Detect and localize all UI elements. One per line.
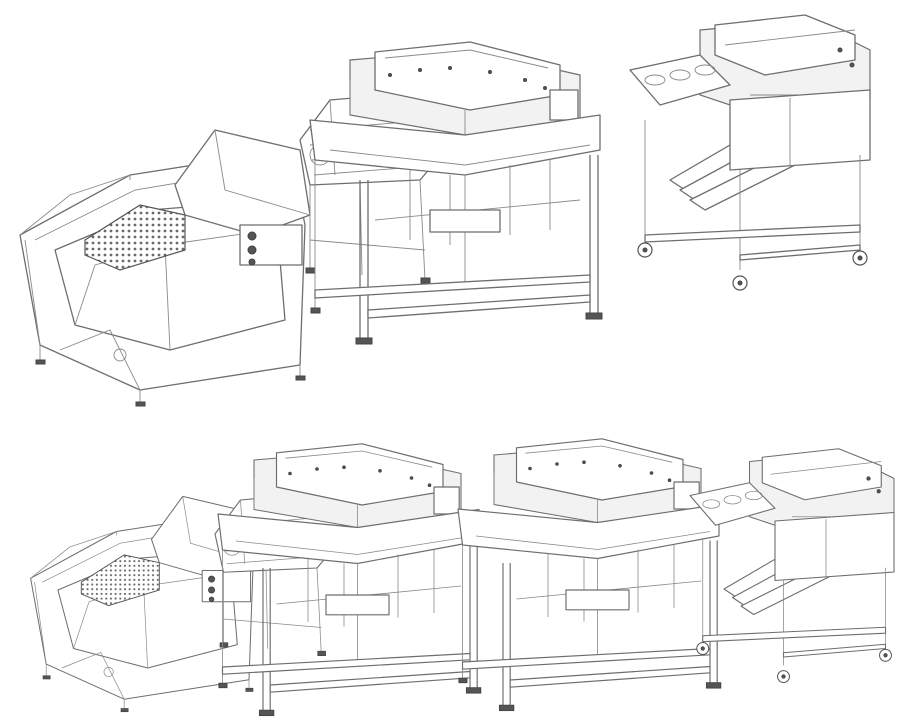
line-b <box>30 438 895 717</box>
discharge-unit <box>689 448 895 684</box>
processing-unit-1 <box>217 443 482 717</box>
line-a <box>19 14 871 407</box>
loading-hopper <box>19 129 311 407</box>
processing-unit-2 <box>457 438 722 712</box>
processing-unit <box>309 41 603 345</box>
discharge-unit <box>629 14 871 291</box>
